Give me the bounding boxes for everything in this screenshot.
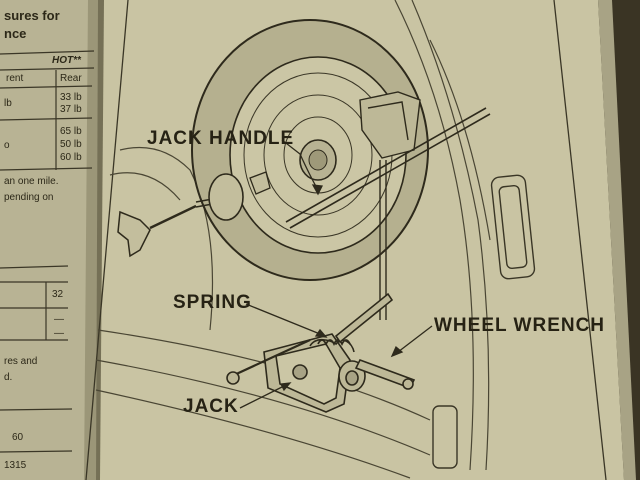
row2-rear-1: 65 lb [60,126,82,137]
arrow-spring [314,328,328,338]
table-bottom-dash-1: — [54,314,64,325]
spring-label: SPRING [173,292,252,313]
col-rear-header: Rear [60,73,82,84]
hot-header: HOT** [52,55,81,66]
note-line-1: an one mile. [4,176,59,187]
jack-label: JACK [183,396,239,417]
wheel-wrench [334,292,416,390]
page-number: 1315 [4,460,27,471]
row1-rear-1: 33 lb [60,92,82,103]
jack-assembly [226,333,366,413]
side-panel [432,174,536,469]
page-edge [598,0,636,480]
row2-front: o [4,140,10,151]
wheel-wrench-label: WHEEL WRENCH [434,315,606,336]
arrow-jack [280,382,292,392]
note2-line-2: d. [4,372,13,383]
table-rules [0,50,95,453]
arrow-jack-handle [311,184,323,196]
arrow-wheel-wrench [390,345,404,358]
row2-rear-2: 50 lb [60,139,82,150]
jack-handle-label: JACK HANDLE [147,128,295,149]
note-line-2: pending on [4,192,54,203]
left-page [0,0,98,480]
table-bottom-value: 32 [52,289,64,300]
bottom-value: 60 [12,432,24,443]
clip [249,171,271,195]
col-front-header: rent [6,73,24,84]
row2-rear-3: 60 lb [60,152,82,163]
wing-nut [117,210,151,258]
note2-line-1: res and [4,356,38,367]
heading-line-2: nce [4,26,27,41]
row1-front: lb [4,98,12,109]
row1-rear-2: 37 lb [60,104,82,115]
table-bottom-dash-2: — [54,328,64,339]
leader-lines [239,139,433,409]
handle-disc [208,173,244,221]
heading-line-1: sures for [4,8,60,23]
spring [317,339,351,347]
wing-bolt [149,204,197,230]
illustration-frame [85,0,607,480]
hold-down-bracket [359,91,421,320]
